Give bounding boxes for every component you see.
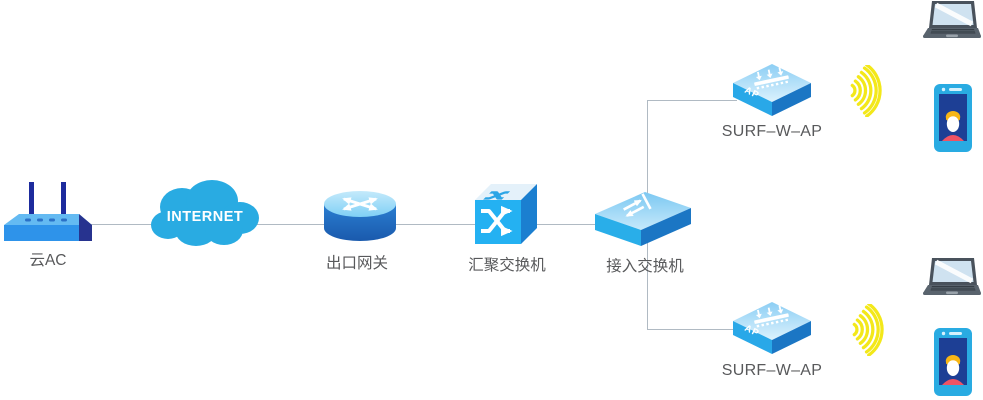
connector-access-to-ap-bottom-horizontal [647, 329, 737, 330]
node-aggregation-switch [475, 183, 537, 245]
node-internet: INTERNET [148, 175, 260, 253]
wifi-signal-icon [848, 304, 892, 356]
connector-access-to-ap-top-horizontal [647, 100, 737, 101]
access-point-icon: AP [733, 302, 811, 354]
node-gateway [322, 189, 398, 243]
switch-cube-icon [475, 184, 537, 244]
aggregation-switch-label: 汇聚交换机 [468, 257, 546, 274]
access-point-icon: AP [733, 64, 811, 116]
ap-top-label: SURF–W–AP [721, 123, 823, 140]
node-access-switch [595, 192, 691, 248]
access-switch-label: 接入交换机 [606, 258, 684, 275]
wifi-signal-icon [846, 65, 890, 117]
switch-slab-icon [595, 192, 691, 246]
connector-access-to-ap-top-vertical [647, 100, 648, 205]
node-ap-top: AP [733, 64, 811, 120]
connector-access-to-ap-bottom-vertical [647, 242, 648, 329]
cloud-icon: INTERNET [151, 180, 259, 246]
wireless-controller-icon [4, 182, 92, 241]
gateway-label: 出口网关 [325, 255, 388, 272]
ap-bottom-label: SURF–W–AP [721, 362, 823, 379]
laptop-icon [923, 258, 981, 300]
cloud-ac-label: 云AC [29, 252, 67, 269]
router-icon [324, 191, 396, 241]
laptop-icon [923, 1, 981, 43]
smartphone-icon [933, 327, 973, 397]
node-ap-bottom: AP [733, 302, 811, 358]
smartphone-icon [933, 83, 973, 153]
node-cloud-ac [3, 182, 93, 244]
internet-label: INTERNET [167, 209, 244, 225]
